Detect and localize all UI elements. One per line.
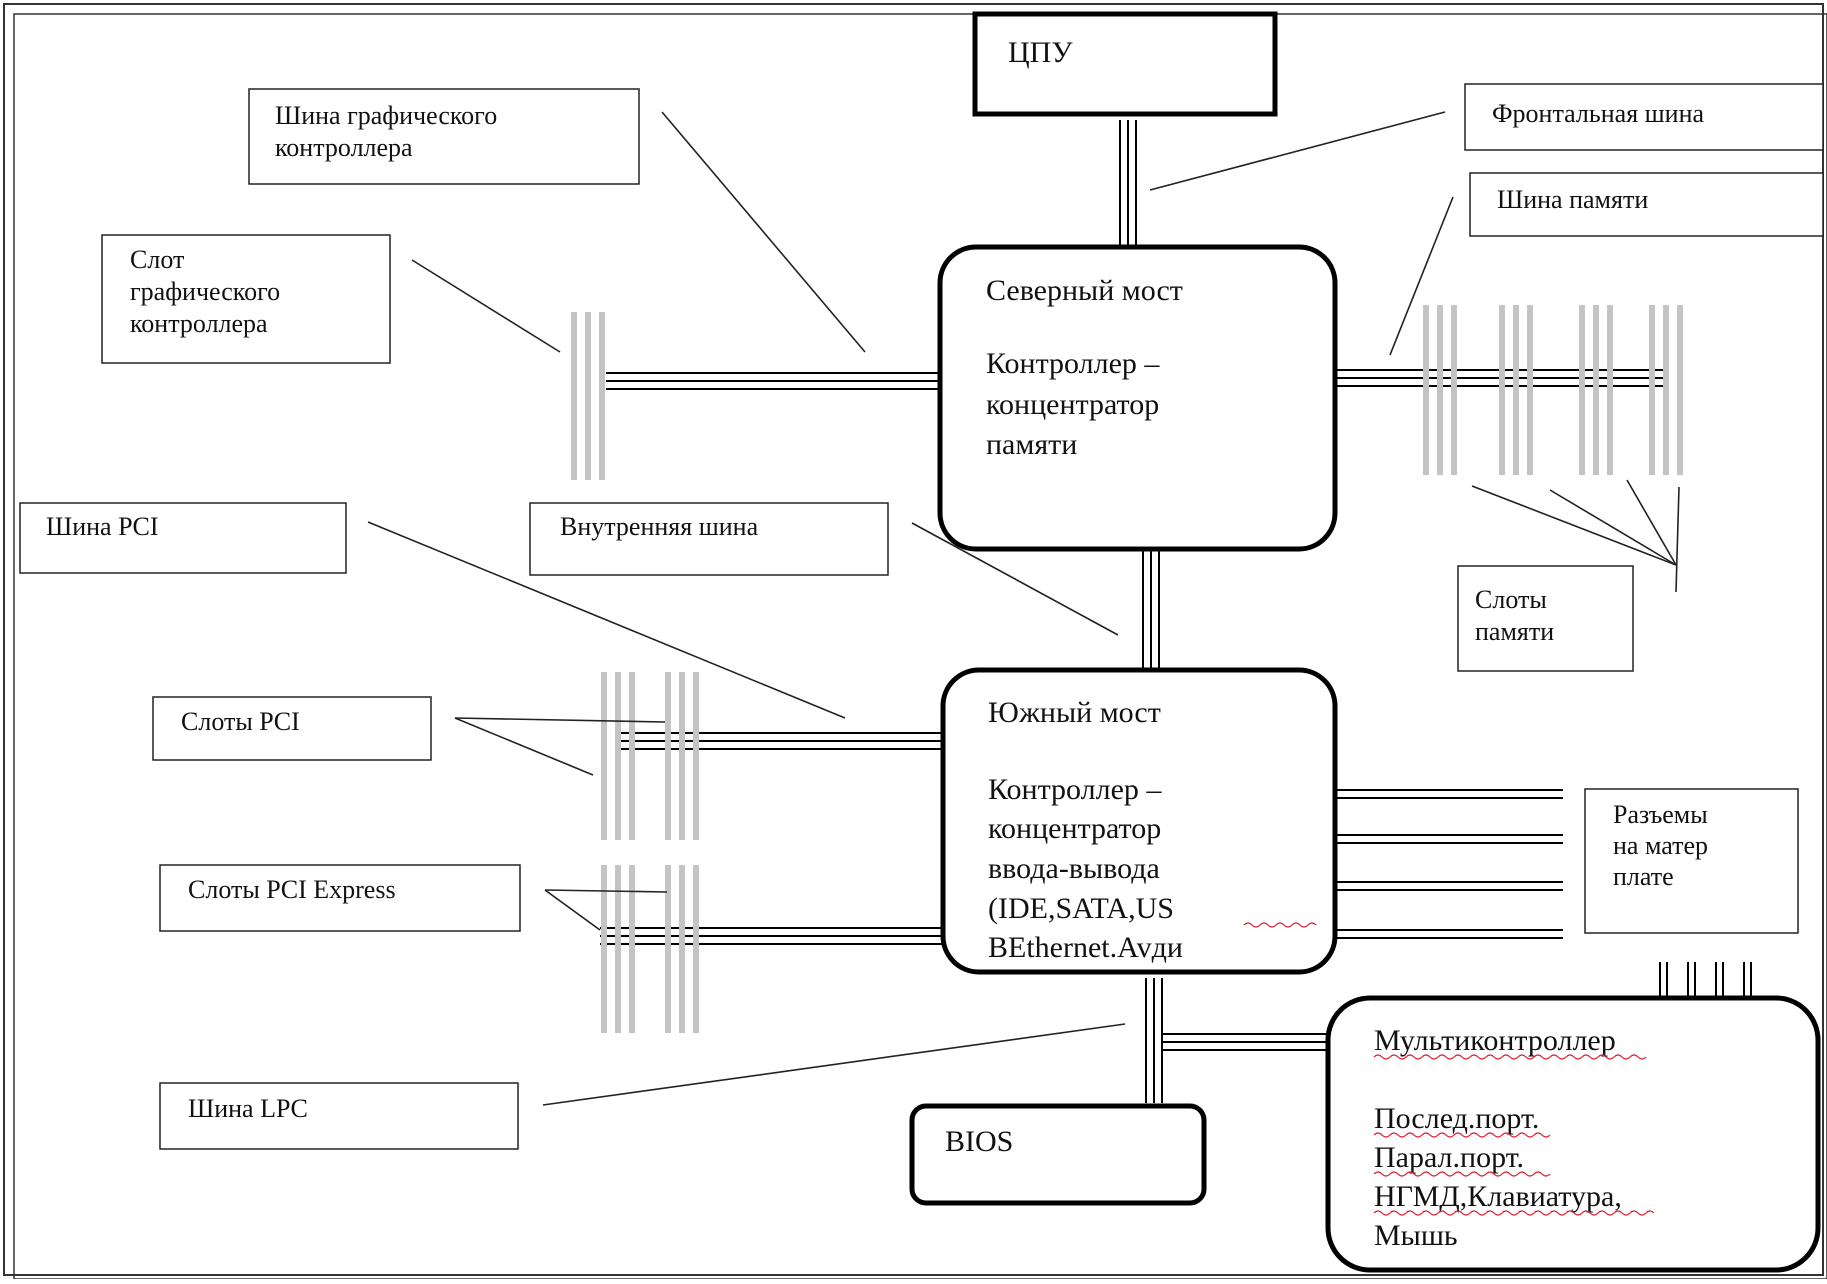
svg-text:Слоты PCI: Слоты PCI [181, 707, 300, 736]
svg-text:BIOS: BIOS [945, 1125, 1013, 1158]
memory-slot-3 [1579, 305, 1613, 475]
svg-text:на матер: на матер [1613, 831, 1708, 860]
memory-slots-label: Слоты памяти [1457, 565, 1634, 672]
svg-text:Слот: Слот [130, 245, 184, 274]
svg-text:памяти: памяти [986, 428, 1077, 461]
spellcheck-squiggle [1373, 1171, 1551, 1177]
pci-slots-label: Слоты PCI [152, 696, 432, 761]
pci-slot-1 [601, 672, 635, 840]
memory-slot-1 [1423, 305, 1457, 475]
svg-text:НГМД,Клавиатура,: НГМД,Клавиатура, [1374, 1180, 1622, 1213]
internal-bus [1142, 550, 1160, 670]
north-bridge: Северный мост Контроллер – концентратор … [937, 244, 1338, 552]
multicontroller-title: Мультиконтроллер [1374, 1024, 1616, 1057]
lpc-bus-label: Шина LPC [159, 1082, 519, 1150]
spellcheck-squiggle [1243, 922, 1317, 928]
front-bus-label: Фронтальная шина [1464, 83, 1824, 151]
leader-lines [367, 111, 1680, 1106]
pcie-slot-2 [665, 865, 699, 1033]
svg-text:графического: графического [130, 277, 280, 306]
pci-bus-lines [620, 732, 943, 750]
graphics-slot [571, 312, 605, 480]
svg-text:ввода-вывода: ввода-вывода [988, 852, 1160, 885]
svg-text:плате: плате [1613, 862, 1674, 891]
svg-text:Контроллер –: Контроллер – [988, 773, 1162, 806]
svg-text:Слоты PCI Express: Слоты PCI Express [188, 875, 396, 904]
svg-text:контроллера: контроллера [275, 133, 413, 162]
spellcheck-squiggle [1373, 1210, 1655, 1216]
pcie-slots-label: Слоты PCI Express [159, 864, 521, 932]
lpc-bus-lines [1145, 978, 1328, 1103]
svg-text:контроллера: контроллера [130, 309, 268, 338]
south-bridge: Южный мост Контроллер – концентратор вво… [940, 667, 1338, 975]
pcie-bus-lines [600, 927, 943, 945]
memory-slot-2 [1499, 305, 1533, 475]
svg-text:Шина PCI: Шина PCI [46, 512, 159, 541]
pci-slot-2 [665, 672, 699, 840]
svg-text:ЦПУ: ЦПУ [1008, 36, 1073, 69]
outer-frame [3, 3, 1824, 1276]
north-bridge-title: Северный мост [986, 274, 1183, 307]
svg-text:Шина памяти: Шина памяти [1497, 185, 1648, 214]
south-bridge-title: Южный мост [988, 696, 1161, 729]
graphics-controller-bus [606, 372, 938, 390]
svg-text:Фронтальная шина: Фронтальная шина [1492, 99, 1704, 128]
internal-bus-label: Внутренняя шина [529, 502, 889, 576]
front-side-bus [1119, 120, 1137, 247]
multicontroller: Мультиконтроллер Послед.порт. Парал.порт… [1325, 995, 1821, 1273]
svg-text:BEthernet.Avди: BEthernet.Avди [988, 931, 1183, 964]
memory-slot-4 [1649, 305, 1683, 475]
spellcheck-squiggle [1373, 1132, 1551, 1138]
graphics-bus-label: Шина графического контроллера [248, 88, 640, 185]
bios-box: BIOS [909, 1103, 1207, 1206]
svg-text:концентратор: концентратор [988, 812, 1161, 845]
svg-text:Шина графического: Шина графического [275, 101, 497, 130]
spellcheck-squiggle [1373, 1054, 1647, 1060]
svg-text:Внутренняя шина: Внутренняя шина [560, 512, 759, 541]
svg-text:Мышь: Мышь [1374, 1219, 1458, 1252]
multicontroller-ports [1659, 962, 1752, 998]
pcie-slot-1 [601, 865, 635, 1033]
svg-text:Парал.порт.: Парал.порт. [1374, 1141, 1524, 1174]
connector-bus-lines [1335, 789, 1563, 939]
svg-text:Разъемы: Разъемы [1613, 800, 1708, 829]
cpu-box: ЦПУ [972, 11, 1278, 117]
motherboard-connectors-label: Разъемы на матер плате [1584, 788, 1799, 934]
svg-text:Контроллер –: Контроллер – [986, 347, 1160, 380]
memory-bus-label: Шина памяти [1469, 172, 1824, 237]
svg-text:Слоты: Слоты [1475, 585, 1547, 614]
graphics-slot-label: Слот графического контроллера [101, 234, 391, 364]
svg-text:памяти: памяти [1475, 617, 1554, 646]
svg-text:(IDE,SATA,US: (IDE,SATA,US [988, 892, 1174, 925]
pci-bus-label: Шина PCI [19, 502, 347, 574]
svg-text:Шина LPC: Шина LPC [188, 1094, 308, 1123]
svg-text:Послед.порт.: Послед.порт. [1374, 1102, 1539, 1135]
svg-text:концентратор: концентратор [986, 388, 1159, 421]
